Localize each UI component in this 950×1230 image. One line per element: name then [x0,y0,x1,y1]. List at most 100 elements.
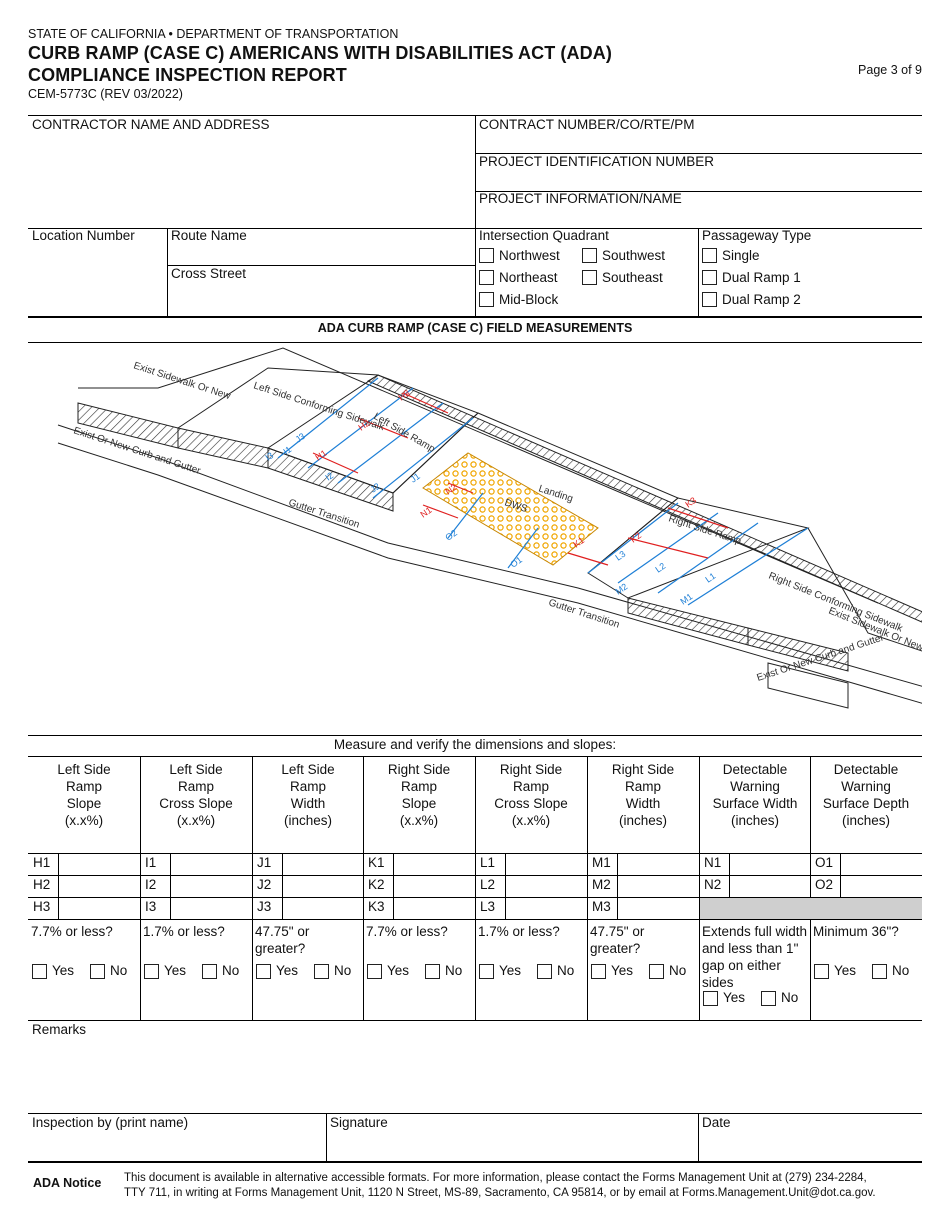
rule [28,342,922,343]
rule [28,919,922,920]
dimension-label: L2 [653,561,667,575]
rule [58,853,59,875]
column-header-line: Ramp [177,779,214,794]
yes-label: Yes [276,963,299,978]
no-checkbox[interactable] [90,964,105,979]
yes-checkbox[interactable] [144,964,159,979]
measurement-input[interactable] [618,898,698,919]
no-checkbox[interactable] [537,964,552,979]
rule [505,875,506,897]
yes-checkbox[interactable] [367,964,382,979]
row-label: N2 [704,877,722,892]
measurement-input[interactable] [394,854,474,875]
rule [393,875,394,897]
dimension-label: N1 [418,505,433,520]
disabled-cell [700,898,811,919]
no-checkbox[interactable] [202,964,217,979]
dual-ramp-1-checkbox[interactable] [702,270,717,285]
row-label: H3 [33,899,51,914]
measure-instruction: Measure and verify the dimensions and sl… [333,737,617,752]
single-checkbox[interactable] [702,248,717,263]
form-title-line1: CURB RAMP (CASE C) AMERICANS WITH DISABI… [28,43,612,63]
column-header-line: (x.x%) [399,813,439,828]
measurement-input[interactable] [841,854,921,875]
yes-checkbox[interactable] [591,964,606,979]
column-header-line: Detectable [722,762,788,777]
no-checkbox[interactable] [425,964,440,979]
dimension-label: K3 [683,495,698,510]
no-checkbox[interactable] [314,964,329,979]
measurement-input[interactable] [618,854,698,875]
measurement-input[interactable] [171,876,251,897]
measurement-input[interactable] [283,876,363,897]
column-header-line: Ramp [289,779,326,794]
column-header-line: Right Side [387,762,451,777]
southeast-checkbox[interactable] [582,270,597,285]
no-label: No [557,963,575,978]
row-label: L2 [480,877,496,892]
row-label: K2 [368,877,385,892]
mid-block-checkbox[interactable] [479,292,494,307]
dimension-label: M1 [678,591,694,606]
yes-checkbox[interactable] [703,991,718,1006]
dual-ramp-2-checkbox[interactable] [702,292,717,307]
measurement-input[interactable] [506,898,586,919]
northeast-checkbox[interactable] [479,270,494,285]
yes-checkbox[interactable] [32,964,47,979]
dimension-label: H1 [313,448,328,463]
southwest-checkbox[interactable] [582,248,597,263]
rule [28,1113,922,1114]
contract-number-label: CONTRACT NUMBER/CO/RTE/PM [479,117,695,132]
yes-label: Yes [834,963,857,978]
measurement-input[interactable] [59,854,139,875]
measurement-input[interactable] [506,876,586,897]
column-header-line: Ramp [400,779,437,794]
rule [282,875,283,897]
measurement-input[interactable] [59,876,139,897]
column-header-line: (inches) [618,813,667,828]
no-checkbox[interactable] [761,991,776,1006]
yes-checkbox[interactable] [479,964,494,979]
form-title-line2: COMPLIANCE INSPECTION REPORT [28,65,347,85]
rule [475,153,922,154]
measurement-input[interactable] [730,876,810,897]
measurement-input[interactable] [59,898,139,919]
rule [699,756,700,1020]
row-label: I1 [145,855,157,870]
dual-ramp-1-label: Dual Ramp 1 [722,270,801,285]
rule [167,265,475,266]
criteria-question: 1.7% or less? [478,924,560,939]
no-label: No [222,963,240,978]
measurement-input[interactable] [394,876,474,897]
measurement-input[interactable] [171,898,251,919]
no-checkbox[interactable] [649,964,664,979]
rule [28,897,922,898]
no-checkbox[interactable] [872,964,887,979]
measurement-input[interactable] [394,898,474,919]
criteria-question: 7.7% or less? [366,924,448,939]
measurement-input[interactable] [283,898,363,919]
contractor-label: CONTRACTOR NAME AND ADDRESS [32,117,270,132]
row-label: L1 [480,855,496,870]
no-label: No [669,963,687,978]
rule [810,756,811,1020]
column-header-line: Ramp [512,779,549,794]
measurement-input[interactable] [171,854,251,875]
yes-checkbox[interactable] [256,964,271,979]
northwest-checkbox[interactable] [479,248,494,263]
row-label: L3 [480,899,496,914]
row-label: K3 [368,899,385,914]
disabled-cell [811,898,922,919]
yes-checkbox[interactable] [814,964,829,979]
rule [170,897,171,919]
rule [252,756,253,1020]
measurement-input[interactable] [618,876,698,897]
measurement-input[interactable] [506,854,586,875]
northwest-label: Northwest [499,248,560,263]
measurement-input[interactable] [730,854,810,875]
rule [28,316,922,318]
yes-label: Yes [499,963,522,978]
page-number: Page 3 of 9 [858,63,922,77]
measurement-input[interactable] [283,854,363,875]
measurement-input[interactable] [841,876,921,897]
